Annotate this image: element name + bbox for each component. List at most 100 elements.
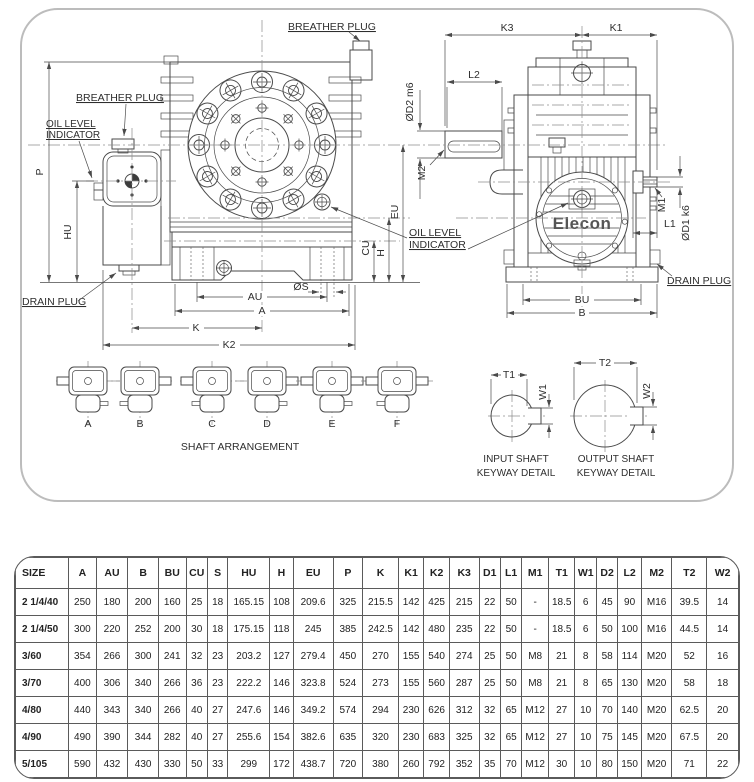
row-size-label: 4/90: [15, 723, 70, 751]
gearbox-technical-drawing: Elecon: [22, 20, 731, 479]
column-header: L2: [617, 557, 642, 589]
spec-cell: 50: [499, 669, 523, 697]
row-size-label: 2 1/4/40: [15, 588, 70, 616]
arrangement-d: D: [235, 361, 299, 430]
spec-cell: 287: [448, 669, 480, 697]
spec-cell: 16: [706, 642, 739, 670]
column-header: M1: [521, 557, 549, 589]
spec-cell: M8: [521, 642, 549, 670]
spec-cell: M20: [640, 669, 673, 697]
spec-cell: 23: [206, 669, 229, 697]
spec-cell: 118: [269, 615, 294, 643]
drain-plug-label-side: DRAIN PLUG: [667, 275, 731, 287]
spec-cell: 250: [68, 588, 97, 616]
spec-cell: 300: [127, 642, 159, 670]
spec-cell: M20: [640, 696, 673, 724]
spec-cell: 323.8: [292, 669, 334, 697]
dim-d2: ØD2 m6: [404, 82, 416, 121]
dim-eu: EU: [389, 205, 401, 220]
breather-plug-side-label: BREATHER PLUG: [76, 92, 164, 104]
spec-cell: 320: [362, 723, 399, 751]
spec-cell: 230: [397, 723, 425, 751]
spec-cell: 325: [332, 588, 364, 616]
column-header: K2: [423, 557, 450, 589]
column-header: W1: [574, 557, 597, 589]
spec-cell: 44.5: [671, 615, 708, 643]
output-keyway-caption-1: OUTPUT SHAFT: [578, 454, 654, 465]
spec-cell: 50: [499, 615, 523, 643]
center-lines: [28, 20, 670, 333]
column-header: A: [68, 557, 97, 589]
spec-cell: 222.2: [227, 669, 271, 697]
column-header: T1: [547, 557, 576, 589]
spec-cell: 32: [478, 696, 501, 724]
spec-cell: 242.5: [362, 615, 399, 643]
spec-cell: 27: [547, 696, 576, 724]
spec-cell: 22: [478, 588, 501, 616]
spec-cell: -: [521, 615, 549, 643]
spec-cell: 635: [332, 723, 364, 751]
output-keyway: T2 W2 OUTPUT SHAFT KEYWAY DETAIL: [570, 357, 657, 479]
spec-cell: 273: [362, 669, 399, 697]
spec-cell: 23: [206, 642, 229, 670]
spec-cell: M20: [640, 642, 673, 670]
column-header: S: [206, 557, 229, 589]
spec-cell: 266: [157, 669, 187, 697]
spec-cell: 340: [127, 669, 159, 697]
oil-level-center-label-1: OIL LEVEL: [409, 227, 461, 239]
spec-cell: 344: [127, 723, 159, 751]
spec-cell: 330: [157, 750, 187, 778]
dim-t2: T2: [599, 357, 611, 369]
arrangement-c: C: [180, 361, 244, 430]
spec-cell: 40: [185, 696, 208, 724]
spec-cell: 32: [478, 723, 501, 751]
spec-cell: 200: [127, 588, 159, 616]
spec-cell: 10: [574, 723, 597, 751]
callout-labels: BREATHER PLUG BREATHER PLUG OIL LEVEL IN…: [22, 21, 731, 308]
spec-cell: 792: [423, 750, 450, 778]
column-header: BU: [157, 557, 187, 589]
spec-cell: 25: [478, 642, 501, 670]
input-keyway-caption-2: KEYWAY DETAIL: [477, 468, 556, 479]
row-size-label: 3/70: [15, 669, 70, 697]
spec-cell: 490: [68, 723, 97, 751]
spec-cell: 65: [499, 696, 523, 724]
dim-k3: K3: [501, 22, 514, 34]
spec-cell: 175.15: [227, 615, 271, 643]
spec-cell: 21: [547, 669, 576, 697]
spec-cell: 154: [269, 723, 294, 751]
input-keyway-caption-1: INPUT SHAFT: [483, 454, 548, 465]
spec-cell: 27: [206, 696, 229, 724]
spec-cell: 180: [95, 588, 129, 616]
spec-cell: 58: [595, 642, 619, 670]
spec-cell: 21: [547, 642, 576, 670]
spec-cell: 160: [157, 588, 187, 616]
dim-cu: CU: [360, 240, 372, 255]
breather-plug-icon: [111, 138, 135, 154]
spec-cell: 39.5: [671, 588, 708, 616]
front-view: [93, 40, 373, 297]
dim-w2: W2: [641, 383, 653, 399]
spec-cell: 14: [706, 615, 739, 643]
column-header: EU: [292, 557, 334, 589]
spec-cell: 22: [706, 750, 739, 778]
dimensions-side: K3 K1 L2 ØD2 m6 M2 M1 ØD1 k6 L1 BU: [404, 22, 692, 319]
spec-cell: 100: [617, 615, 642, 643]
spec-cell: 380: [362, 750, 399, 778]
spec-cell: 720: [332, 750, 364, 778]
spec-cell: 349.2: [292, 696, 334, 724]
spec-cell: M12: [521, 723, 549, 751]
spec-cell: 382.6: [292, 723, 334, 751]
spec-cell: 145: [617, 723, 642, 751]
spec-cell: 33: [206, 750, 229, 778]
spec-cell: 245: [292, 615, 334, 643]
spec-cell: 14: [706, 588, 739, 616]
spec-cell: 70: [499, 750, 523, 778]
spec-cell: 58: [671, 669, 708, 697]
column-header: HU: [227, 557, 271, 589]
